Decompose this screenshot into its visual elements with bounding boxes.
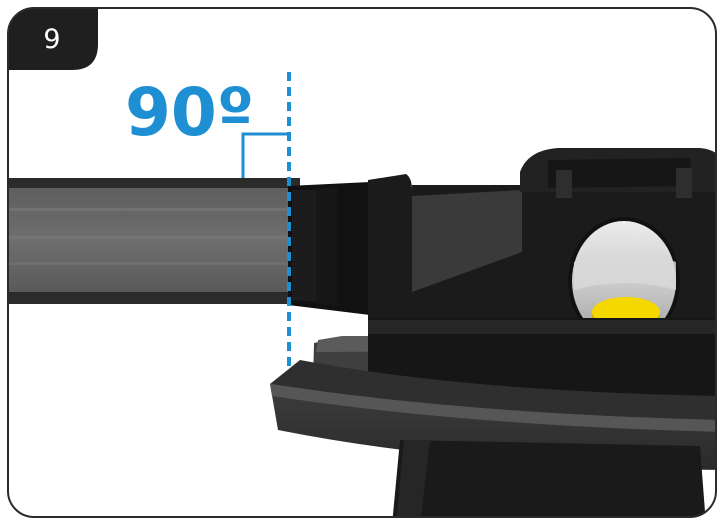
mount-head xyxy=(270,148,716,517)
right-angle-icon xyxy=(241,132,289,178)
angle-label: 90º xyxy=(125,74,254,151)
step-badge xyxy=(8,8,98,70)
step-number: 9 xyxy=(43,24,60,55)
horizontal-arm xyxy=(8,178,300,304)
frame-border xyxy=(7,7,717,518)
